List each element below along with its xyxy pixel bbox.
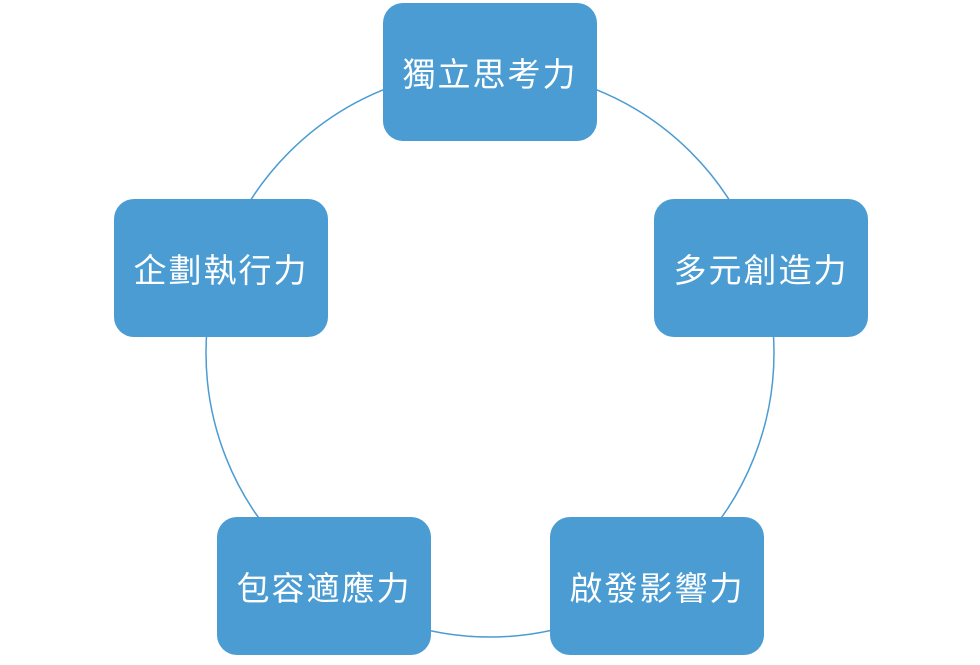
cycle-node-label: 啟發影響力	[569, 569, 745, 608]
cycle-node-inclusive-adaptability: 包容適應力	[217, 517, 431, 655]
cycle-node-diverse-creativity: 多元創造力	[654, 199, 868, 337]
cycle-node-label: 包容適應力	[236, 569, 412, 608]
cycle-node-planning-execution: 企劃執行力	[114, 199, 328, 337]
cycle-node-label: 多元創造力	[673, 251, 849, 290]
cycle-node-label: 企劃執行力	[133, 251, 309, 290]
cycle-node-independent-thinking: 獨立思考力	[383, 3, 597, 141]
cycle-node-label: 獨立思考力	[402, 55, 578, 94]
cycle-node-inspiring-influence: 啟發影響力	[550, 517, 764, 655]
